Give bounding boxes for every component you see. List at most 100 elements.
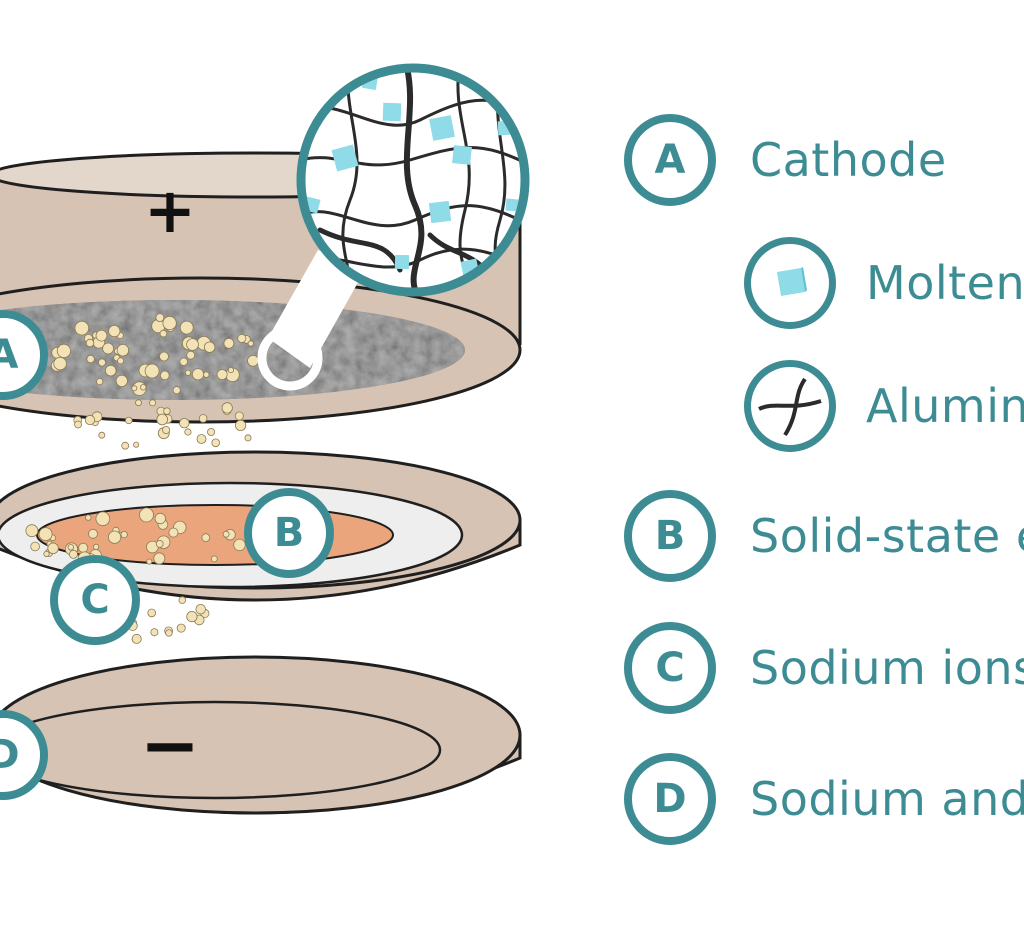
legend-item-electrolyte: B Solid-state e — [624, 490, 1024, 582]
crystal — [382, 102, 402, 122]
minus-symbol: − — [140, 703, 200, 787]
sodium-particle — [233, 538, 246, 552]
sodium-particle — [223, 337, 235, 349]
sodium-particle — [149, 399, 157, 407]
sodium-particle — [115, 374, 128, 387]
sodium-particle — [150, 628, 159, 637]
sodium-particle — [186, 350, 196, 360]
sodium-particle — [179, 418, 190, 429]
sodium-particle — [95, 329, 108, 342]
legend-item-sodium-anode: D Sodium and — [624, 753, 1024, 845]
sodium-particle — [159, 329, 168, 338]
diagram-badge-b: B — [244, 488, 334, 578]
sodium-particle — [131, 385, 138, 392]
crystal — [331, 144, 359, 172]
sodium-particle — [86, 354, 95, 364]
sodium-particle — [201, 533, 211, 542]
sodium-particle — [162, 315, 177, 331]
sodium-particle — [160, 370, 170, 381]
sodium-particle — [179, 357, 188, 366]
sodium-particle — [95, 511, 111, 527]
sodium-particle — [176, 623, 186, 633]
sodium-particle — [196, 434, 207, 444]
zoom-callout — [257, 63, 530, 391]
crystal — [428, 200, 452, 224]
legend-item-cathode: A Cathode — [624, 114, 947, 206]
sodium-particle — [153, 552, 166, 565]
sodium-particle — [98, 358, 107, 367]
sodium-particle — [198, 414, 208, 423]
sodium-particle — [139, 384, 147, 391]
legend-badge-b: B — [624, 490, 716, 582]
plus-symbol: + — [144, 174, 196, 247]
legend-label-electrolyte: Solid-state e — [750, 509, 1024, 563]
sodium-particle — [237, 333, 247, 343]
sodium-particle — [247, 340, 254, 347]
sodium-particle — [47, 542, 59, 555]
sodium-particle — [102, 342, 114, 355]
sodium-particle — [67, 544, 74, 551]
sodium-particle — [203, 371, 210, 378]
sodium-particle — [146, 558, 153, 565]
sodium-particle — [121, 441, 130, 450]
legend-label-sodium-ions: Sodium ions — [750, 641, 1024, 695]
legend-badge-a: A — [624, 114, 716, 206]
sodium-particle — [84, 414, 96, 426]
legend-label-sodium-anode: Sodium and — [750, 772, 1024, 826]
sodium-particle — [159, 351, 169, 362]
sodium-particle — [210, 555, 218, 563]
legend-item-alumina: Alumin — [744, 360, 1024, 452]
sodium-particle — [172, 386, 181, 395]
sodium-particle — [186, 610, 198, 623]
sodium-particle — [78, 542, 89, 553]
sodium-particle — [108, 530, 122, 544]
sodium-particle — [133, 441, 140, 448]
cathode-material — [0, 300, 465, 400]
sodium-particle — [88, 528, 98, 539]
legend-label-cathode: Cathode — [750, 133, 947, 187]
sodium-particle — [85, 338, 95, 348]
legend-label-alumina: Alumin — [866, 379, 1024, 433]
sodium-particle — [139, 507, 154, 523]
sodium-particle — [147, 608, 157, 618]
sodium-particle — [68, 549, 78, 559]
sodium-particle — [74, 420, 82, 429]
anode-plate — [0, 655, 522, 815]
sodium-particle — [179, 320, 194, 335]
sodium-particle — [30, 541, 40, 552]
sodium-particle — [184, 428, 192, 436]
sodium-particle — [203, 341, 216, 353]
legend-badge-c: C — [624, 622, 716, 714]
sodium-particle — [85, 514, 92, 521]
legend-item-molten: Molten — [744, 237, 1024, 329]
crystal — [452, 145, 472, 165]
fiber-mesh-icon — [744, 360, 836, 452]
sodium-particle — [96, 377, 104, 386]
legend-label-molten: Molten — [866, 256, 1024, 310]
cube-icon — [744, 237, 836, 329]
crystal — [429, 115, 455, 141]
sodium-particle — [135, 399, 142, 407]
sodium-particle — [38, 527, 53, 541]
crystal — [394, 254, 410, 270]
sodium-particle — [163, 407, 171, 415]
sodium-particle — [195, 604, 206, 615]
sodium-particle — [168, 527, 179, 538]
falling-particles — [73, 399, 252, 450]
sodium-particle — [165, 629, 173, 637]
sodium-particle — [216, 369, 228, 381]
sodium-particle — [156, 413, 169, 426]
sodium-particle — [120, 530, 128, 539]
sodium-particle — [235, 419, 247, 431]
sodium-particle — [131, 633, 142, 644]
sodium-particle — [155, 313, 165, 323]
sodium-particle — [53, 356, 67, 371]
sodium-particle — [104, 364, 117, 377]
diagram-badge-c: C — [50, 555, 140, 645]
sodium-particle — [74, 320, 90, 336]
legend-badge-d: D — [624, 753, 716, 845]
crystal — [505, 198, 519, 212]
sodium-particle — [117, 357, 125, 365]
sodium-particle — [211, 438, 221, 448]
sodium-particle — [116, 344, 130, 357]
